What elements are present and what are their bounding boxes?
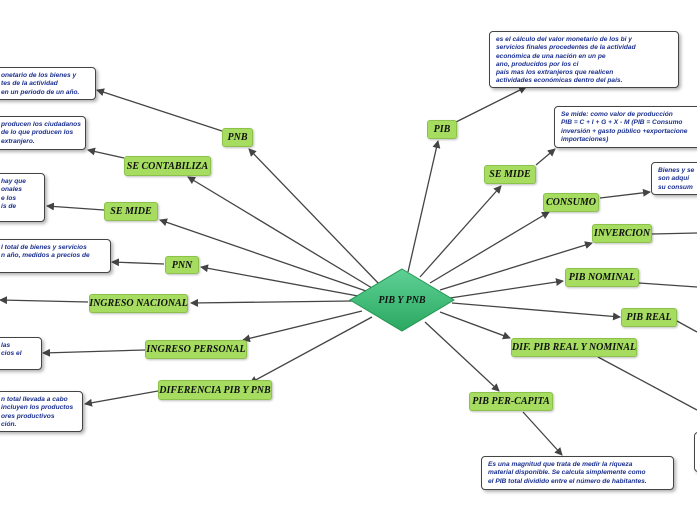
node-ingreso-personal[interactable]: INGRESO PERSONAL bbox=[145, 340, 247, 359]
connector-inversion-out bbox=[651, 232, 697, 235]
node-dif-pib-real-nominal[interactable]: DIF. PIB REAL Y NOMINAL bbox=[511, 338, 637, 357]
connector-pnn bbox=[200, 264, 359, 297]
central-diamond-shape bbox=[349, 268, 455, 332]
connector-pib bbox=[407, 140, 441, 273]
node-se-contabiliza[interactable]: SE CONTABILIZA bbox=[124, 156, 211, 176]
connector-diferencia-note bbox=[84, 390, 159, 407]
connector-dif-pib bbox=[439, 311, 511, 340]
connector-se-mide-left-note bbox=[46, 202, 105, 211]
connector-per-capita-note bbox=[522, 411, 563, 456]
node-pib-nominal[interactable]: PIB NOMINAL bbox=[565, 268, 639, 287]
se-mide-right-note: Se mide: como valor de producción PIB = … bbox=[554, 106, 697, 148]
connector-pib-real-out bbox=[676, 320, 697, 333]
per-capita-note: Es una magnitud que trata de medir la ri… bbox=[481, 456, 674, 490]
pnn-note: l total de bienes y servicios n año, med… bbox=[0, 239, 111, 273]
connector-dif-pib-out bbox=[597, 356, 697, 411]
connector-se-contabiliza bbox=[187, 176, 373, 289]
pib-definition-note: es el cálculo del valor monetario de los… bbox=[489, 31, 679, 88]
dif-pib-note bbox=[694, 432, 697, 472]
connector-pib-per-capita bbox=[424, 321, 500, 392]
consumo-note: Bienes y se son adqui su consum bbox=[651, 162, 697, 195]
pnb-definition-note: onetario de los bienes y tes de la activ… bbox=[0, 67, 96, 100]
connector-pnb bbox=[248, 148, 381, 286]
diferencia-note: n total llevada a cabo incluyen los prod… bbox=[0, 391, 83, 432]
connector-se-mide-left bbox=[159, 218, 367, 292]
connector-consumo bbox=[429, 211, 550, 284]
connector-se-mide-right bbox=[419, 185, 502, 278]
connector-ingreso-personal bbox=[242, 310, 363, 343]
node-diferencia-pib-pnb[interactable]: DIFERENCIA PIB Y PNB bbox=[158, 380, 272, 400]
se-contabiliza-note: producen los ciudadanos de lo que produc… bbox=[0, 116, 86, 150]
ingreso-personal-note: las cios el bbox=[0, 337, 42, 370]
connector-pib-note bbox=[455, 86, 527, 123]
node-ingreso-nacional[interactable]: INGRESO NACIONAL bbox=[89, 294, 188, 313]
central-topic-label: PIB Y PNB bbox=[378, 294, 426, 306]
node-se-mide-right[interactable]: SE MIDE bbox=[484, 165, 536, 184]
node-pib-real[interactable]: PIB REAL bbox=[621, 308, 677, 327]
connector-inversion bbox=[439, 241, 593, 291]
node-pnb[interactable]: PNB bbox=[222, 128, 253, 147]
node-pib[interactable]: PIB bbox=[427, 120, 457, 139]
se-mide-left-note: hay que onales e los ís de bbox=[0, 173, 45, 222]
connector-pib-nominal bbox=[449, 278, 564, 299]
connector-diferencia bbox=[249, 316, 373, 384]
connector-pnb-note bbox=[96, 88, 223, 132]
connector-pnn-note bbox=[111, 258, 165, 267]
node-consumo[interactable]: CONSUMO bbox=[543, 193, 599, 212]
node-pnn[interactable]: PNN bbox=[165, 256, 199, 274]
node-se-mide-left[interactable]: SE MIDE bbox=[104, 202, 158, 221]
connector-pib-real bbox=[451, 302, 621, 321]
connector-consumo-note bbox=[599, 188, 651, 199]
node-inversion[interactable]: INVERCION bbox=[592, 224, 652, 243]
connector-se-contabiliza-note bbox=[87, 147, 125, 159]
central-topic[interactable]: PIB Y PNB bbox=[349, 268, 455, 332]
connector-se-mide-right-note bbox=[535, 148, 556, 166]
connector-pib-nominal-out bbox=[638, 282, 697, 288]
connector-ingreso-nacional bbox=[190, 298, 353, 307]
node-pib-per-capita[interactable]: PIB PER-CAPITA bbox=[469, 392, 553, 411]
connector-ingreso-personal-note bbox=[42, 348, 146, 357]
connector-ingreso-nacional-out bbox=[0, 296, 89, 305]
